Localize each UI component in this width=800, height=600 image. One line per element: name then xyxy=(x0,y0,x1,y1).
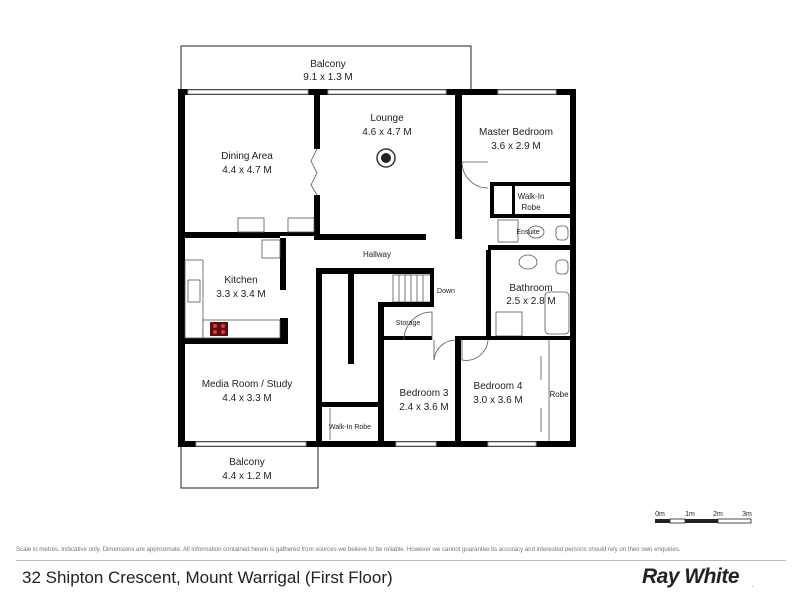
fireplace-core xyxy=(381,153,391,163)
bed4-dims: 3.0 x 3.6 M xyxy=(473,395,522,406)
walkin-robe-name: Walk-In xyxy=(518,192,545,201)
scale-bar: 0m 1m 2m 3m xyxy=(655,511,752,524)
basin-icon xyxy=(527,225,545,239)
wall xyxy=(348,274,354,364)
balcony-bottom-name: Balcony xyxy=(229,457,265,468)
storage-name: Storage xyxy=(396,320,421,327)
footer-divider xyxy=(16,560,786,561)
wall xyxy=(178,232,280,238)
window xyxy=(487,441,537,447)
media-dims: 4.4 x 3.3 M xyxy=(222,393,271,404)
wall xyxy=(314,195,320,240)
door-swing xyxy=(461,339,489,361)
wall xyxy=(316,441,576,447)
wall xyxy=(488,245,572,250)
shower-icon xyxy=(495,311,523,337)
wall xyxy=(490,214,572,218)
wall xyxy=(322,402,382,407)
lounge-dims: 4.6 x 4.7 M xyxy=(362,127,411,138)
dining-dims: 4.4 x 4.7 M xyxy=(222,165,271,176)
bath-icon xyxy=(544,291,570,335)
wall xyxy=(316,268,322,446)
logo-dot: . xyxy=(752,583,754,589)
bed3-name: Bedroom 3 xyxy=(400,388,449,399)
dining-name: Dining Area xyxy=(221,151,273,162)
disclaimer-text: Scale in metres. Indicative only. Dimens… xyxy=(16,546,681,553)
walkin-robe-name-2: Robe xyxy=(521,203,541,212)
wall xyxy=(178,89,185,447)
window xyxy=(187,89,309,95)
burner-icon xyxy=(221,324,225,328)
bed3-dims: 2.4 x 3.6 M xyxy=(399,402,448,413)
bed4-name: Bedroom 4 xyxy=(474,381,523,392)
wall xyxy=(384,302,434,307)
wall xyxy=(430,268,434,302)
bathroom-name: Bathroom xyxy=(509,283,552,294)
burner-icon xyxy=(221,330,225,334)
wall xyxy=(280,318,288,342)
wall xyxy=(316,268,432,274)
window xyxy=(395,441,437,447)
wall xyxy=(458,336,572,340)
hallway-name: Hallway xyxy=(363,250,391,259)
wall xyxy=(280,232,316,236)
burner-icon xyxy=(213,324,217,328)
door-swing xyxy=(461,161,489,189)
balcony-bottom-dims: 4.4 x 1.2 M xyxy=(222,471,271,482)
scale-tick-label: 0m xyxy=(655,511,665,518)
robe-name: Robe xyxy=(549,390,569,399)
toilet-icon xyxy=(555,225,569,241)
window xyxy=(497,89,557,95)
wall xyxy=(178,338,288,344)
scale-segment xyxy=(669,518,686,524)
bifold-door xyxy=(310,148,318,196)
wall xyxy=(570,89,576,447)
window xyxy=(327,89,447,95)
scale-segment xyxy=(717,518,752,524)
scale-tick-label: 3m xyxy=(742,511,752,518)
toilet-icon xyxy=(555,259,569,275)
window xyxy=(195,441,307,447)
master-name: Master Bedroom xyxy=(479,127,553,138)
scale-segment xyxy=(655,519,670,523)
wall xyxy=(280,238,286,290)
wall xyxy=(314,89,320,149)
burner-icon xyxy=(213,330,217,334)
property-address: 32 Shipton Crescent, Mount Warrigal (Fir… xyxy=(22,568,393,587)
ray-white-logo: Ray White xyxy=(642,565,740,588)
bathroom-dims: 2.5 x 2.8 M xyxy=(506,296,555,307)
kitchen-dims: 3.3 x 3.4 M xyxy=(216,289,265,300)
wall xyxy=(384,336,432,340)
master-dims: 3.6 x 2.9 M xyxy=(491,141,540,152)
kitchen-name: Kitchen xyxy=(224,275,257,286)
scale-tick-label: 1m xyxy=(685,511,695,518)
wall xyxy=(455,336,461,447)
scale-segment xyxy=(685,519,718,523)
basin-icon xyxy=(518,254,538,270)
wall xyxy=(455,89,462,239)
door-swing xyxy=(403,311,433,341)
stairs-label: Down xyxy=(437,288,455,295)
media-name: Media Room / Study xyxy=(202,379,293,390)
sink-icon xyxy=(187,279,201,303)
shower-icon xyxy=(497,219,519,243)
wall xyxy=(316,234,426,240)
walkin-robe-2-name: Walk-In Robe xyxy=(329,424,371,431)
stool xyxy=(287,217,315,233)
balcony-top-name: Balcony xyxy=(310,59,346,70)
cooktop-icon xyxy=(210,322,228,336)
wall xyxy=(490,182,572,186)
wall xyxy=(512,185,515,215)
wall xyxy=(378,302,384,447)
wall xyxy=(486,250,491,340)
ensuite-name: Ensuite xyxy=(516,229,539,236)
scale-tick-label: 2m xyxy=(713,511,723,518)
wall xyxy=(490,182,494,216)
balcony-top-dims: 9.1 x 1.3 M xyxy=(303,72,352,83)
lounge-name: Lounge xyxy=(370,113,404,124)
stool xyxy=(237,217,265,233)
island xyxy=(261,239,281,259)
door-swing xyxy=(433,339,457,361)
